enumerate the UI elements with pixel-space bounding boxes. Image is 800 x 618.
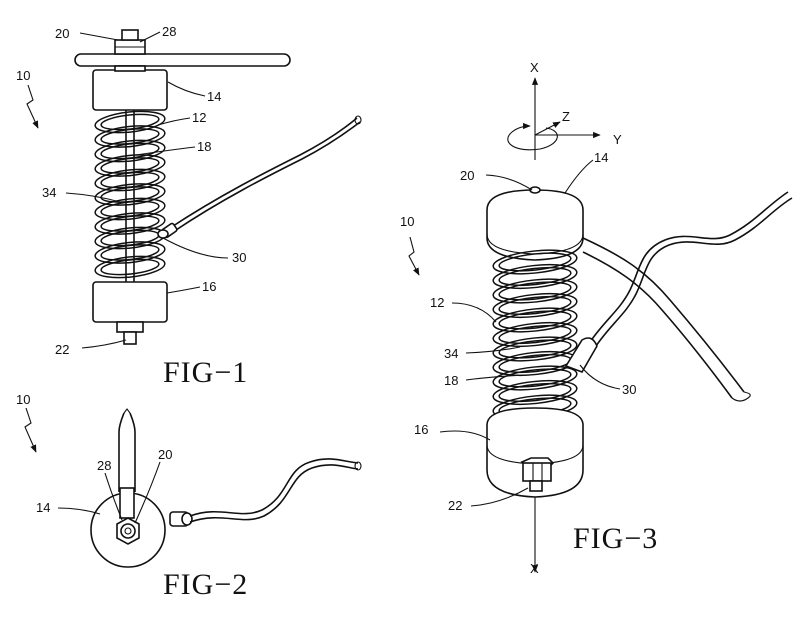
fig2-upper-cable [118,412,125,492]
fig3-label-30: 30 [622,382,636,397]
fig3-label-z: Z [562,109,570,124]
spring-coil-turn [492,278,578,304]
fig1-bottom-nut [116,321,144,333]
spring-coil-turn [492,292,578,319]
fig1-title: FIG−1 [163,356,248,389]
fig3-clip [564,337,598,373]
spring-coil-turn [94,183,166,206]
spring-coil-turn [498,281,572,301]
fig2-title: FIG−2 [163,568,248,601]
fig3-label-20: 20 [460,168,474,183]
spring-coil-turn [498,382,572,403]
fig2-label-20: 20 [158,447,172,462]
spring-coil-turn [498,368,572,388]
spring-coil-turn [498,339,572,359]
spring-coil-turn [492,307,578,333]
fig3-drawing: X Z Y 20 14 10 12 34 18 30 16 22 X FIG−3 [400,60,793,576]
spring-coil-turn [94,212,166,235]
spring-coil-turn [100,258,160,276]
fig3-label-14: 14 [594,150,608,165]
fig1-sensor-wire [169,117,358,229]
fig1-label-34: 34 [42,185,56,200]
fig1-label-16: 16 [202,279,216,294]
fig3-top-cap [486,189,584,261]
spring-coil-turn [498,324,572,345]
spring-coil-turn [94,168,166,192]
fig3-label-16: 16 [414,422,428,437]
fig1-label-20: 20 [55,26,69,41]
spring-coil-turn [492,365,578,391]
spring-coil-turn [492,249,578,275]
fig1-label-22: 22 [55,342,69,357]
fig1-label-14: 14 [207,89,221,104]
spring-coil-turn [94,110,166,134]
fig1-bottom-cap [92,281,168,323]
fig1-mounting-plate [74,53,291,67]
fig3-main-cable [582,237,745,393]
fig3-label-y: Y [613,132,622,147]
fig3-label-34: 34 [444,346,458,361]
spring-coil-turn [94,139,166,163]
fig3-rotation-arrow [507,122,558,151]
fig3-sensor-wire [589,191,789,343]
fig1-label-10: 10 [16,68,30,83]
spring-coil-turn [498,252,572,272]
spring-coil-turn [94,154,166,177]
fig3-label-x-top: X [530,60,539,75]
spring-coil-turn [94,197,166,221]
fig3-title: FIG−3 [573,522,658,555]
fig3-label-10: 10 [400,214,414,229]
fig2-drawing: 10 28 20 14 FIG−2 [16,392,362,601]
fig1-label-18: 18 [197,139,211,154]
spring-coil-turn [498,266,572,287]
fig3-label-12: 12 [430,295,444,310]
fig2-sensor-wire [189,458,359,517]
fig2-label-10: 10 [16,392,30,407]
spring-coil-turn [94,241,166,264]
fig1-drawing: 20 28 10 14 12 18 34 30 16 22 FIG−1 [16,24,362,389]
fig1-label-30: 30 [232,250,246,265]
spring-coil-turn [492,379,578,406]
spring-coil-turn [498,310,572,330]
fig2-label-28: 28 [97,458,111,473]
fig1-top-cap [92,69,168,111]
spring-coil-turn [492,321,578,348]
fig3-spring-coils [492,249,578,420]
spring-coil-turn [492,263,578,290]
fig3-label-18: 18 [444,373,458,388]
fig1-label-28: 28 [162,24,176,39]
fig1-spring-coils [94,110,166,279]
fig1-label-12: 12 [192,110,206,125]
fig2-label-14: 14 [36,500,50,515]
spring-coil-turn [94,255,166,279]
fig3-bottom-cap [486,407,584,498]
spring-coil-turn [492,336,578,362]
fig3-label-22: 22 [448,498,462,513]
spring-coil-turn [94,125,166,148]
spring-coil-turn [492,350,578,377]
spring-coil-turn [498,295,572,316]
fig3-label-x-bottom: X [530,561,539,576]
